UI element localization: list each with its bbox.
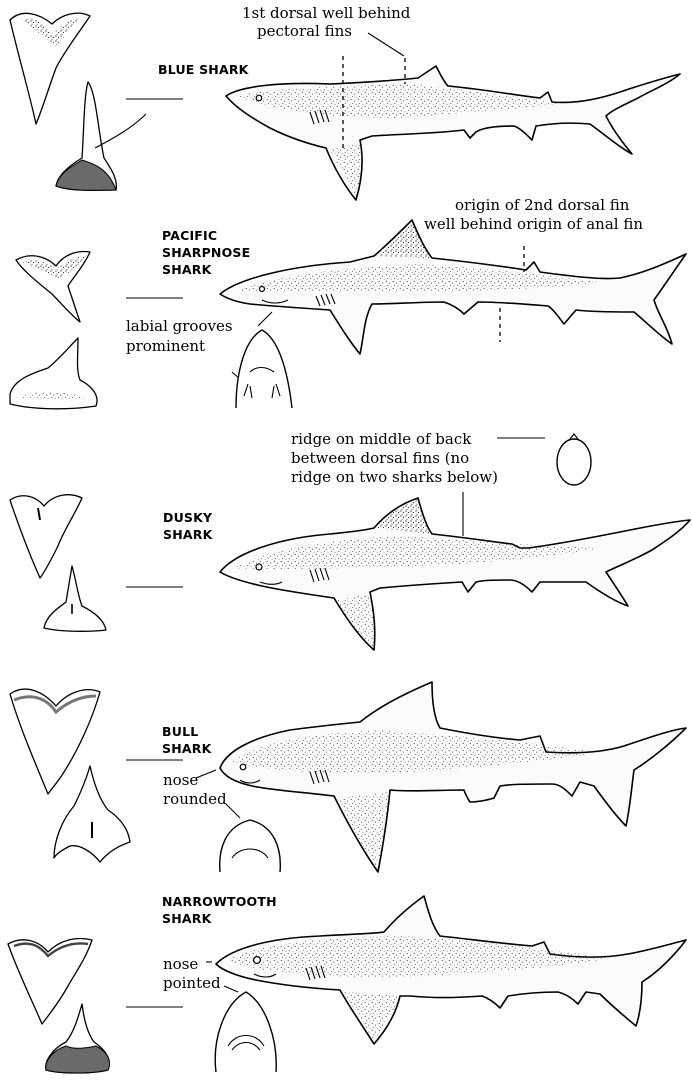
sharpnose-labial-pointer bbox=[258, 312, 272, 326]
dusky-ridge-note: ridge on middle of back between dorsal f… bbox=[291, 430, 498, 486]
narrowtooth-label-line: NARROWTOOTH bbox=[162, 894, 277, 909]
narrowtooth-figure bbox=[216, 896, 686, 1044]
sharpnose-lower-tooth bbox=[10, 338, 97, 409]
blue-shark-dorsal-note-line: 1st dorsal well behind bbox=[242, 4, 411, 22]
dusky-body-cross-section bbox=[557, 439, 591, 485]
blue-shark-label: BLUE SHARK bbox=[158, 62, 250, 77]
blue-shark-section: BLUE SHARK 1st dorsal well behind pector… bbox=[10, 4, 680, 200]
dusky-lower-tooth bbox=[44, 566, 106, 631]
blue-shark-eye bbox=[256, 95, 262, 101]
bull-nose-note-line: rounded bbox=[163, 790, 227, 808]
sharpnose-labial-note-line: prominent bbox=[126, 337, 205, 355]
dusky-label-line: SHARK bbox=[163, 527, 214, 542]
bull-label-line: BULL bbox=[162, 724, 198, 739]
bull-head-pointer bbox=[226, 804, 240, 818]
dusky-upper-tooth bbox=[10, 495, 82, 578]
bull-nose-note: nose rounded bbox=[163, 771, 227, 808]
sharpnose-head-underside bbox=[236, 330, 292, 408]
dusky-eye bbox=[256, 564, 262, 570]
sharpnose-label-line: PACIFIC bbox=[162, 228, 217, 243]
blue-shark-dorsal-note: 1st dorsal well behind pectoral fins bbox=[242, 4, 415, 40]
sharpnose-label-line: SHARK bbox=[162, 262, 213, 277]
sharpnose-eye bbox=[260, 287, 265, 292]
dusky-ridge-note-line: between dorsal fins (no bbox=[291, 449, 469, 467]
narrowtooth-nose-note-line: nose bbox=[163, 955, 198, 973]
sharpnose-labial-note: labial grooves prominent bbox=[126, 317, 237, 355]
sharpnose-labial-note-line: labial grooves bbox=[126, 317, 233, 335]
blue-shark-lower-tooth bbox=[56, 82, 116, 190]
narrowtooth-nose-note-line: pointed bbox=[163, 974, 221, 992]
sharpnose-dorsal-note: origin of 2nd dorsal fin well behind ori… bbox=[424, 196, 643, 233]
narrowtooth-head-pointer bbox=[224, 986, 238, 992]
bull-eye bbox=[240, 764, 246, 770]
bull-nose-note-line: nose bbox=[163, 771, 198, 789]
dusky-label-line: DUSKY bbox=[163, 510, 213, 525]
narrowtooth-lower-tooth bbox=[46, 1004, 110, 1073]
sharpnose-label: PACIFIC SHARPNOSE SHARK bbox=[162, 228, 255, 277]
sharpnose-upper-tooth bbox=[16, 252, 90, 322]
pacific-sharpnose-shark-section: PACIFIC SHARPNOSE SHARK origin of 2nd do… bbox=[10, 196, 686, 409]
narrowtooth-nose-note: nose pointed bbox=[163, 955, 221, 992]
blue-shark-dorsal-pointer bbox=[368, 33, 404, 56]
dusky-figure bbox=[220, 498, 690, 650]
sharpnose-label-line: SHARPNOSE bbox=[162, 245, 250, 260]
blue-shark-dorsal-note-line: pectoral fins bbox=[257, 22, 352, 40]
narrowtooth-label-line: SHARK bbox=[162, 911, 213, 926]
sharpnose-dorsal-note-line: well behind origin of anal fin bbox=[424, 215, 643, 233]
bull-lower-tooth bbox=[54, 766, 130, 862]
bull-label-line: SHARK bbox=[162, 741, 213, 756]
blue-shark-figure bbox=[226, 66, 680, 200]
dusky-ridge-note-line: ridge on two sharks below) bbox=[291, 468, 498, 486]
dusky-shark-section: DUSKY SHARK ridge on middle of back betw… bbox=[10, 430, 690, 650]
blue-shark-label-line: BLUE SHARK bbox=[158, 62, 250, 77]
blue-shark-tooth-pointer bbox=[95, 114, 146, 148]
narrowtooth-shark-section: NARROWTOOTH SHARK nose pointed bbox=[8, 894, 686, 1073]
sharpnose-dorsal-note-line: origin of 2nd dorsal fin bbox=[455, 196, 630, 214]
bull-shark-section: BULL SHARK nose rounded bbox=[10, 682, 686, 872]
bull-head-underside bbox=[220, 820, 281, 872]
narrowtooth-eye bbox=[254, 957, 261, 964]
bull-label: BULL SHARK bbox=[162, 724, 213, 756]
dusky-label: DUSKY SHARK bbox=[163, 510, 217, 542]
narrowtooth-label: NARROWTOOTH SHARK bbox=[162, 894, 281, 926]
narrowtooth-head-underside bbox=[215, 992, 276, 1072]
dusky-ridge-note-line: ridge on middle of back bbox=[291, 430, 472, 448]
sharpnose-figure bbox=[220, 220, 686, 354]
blue-shark-upper-tooth bbox=[10, 13, 90, 124]
bull-figure bbox=[220, 682, 686, 872]
